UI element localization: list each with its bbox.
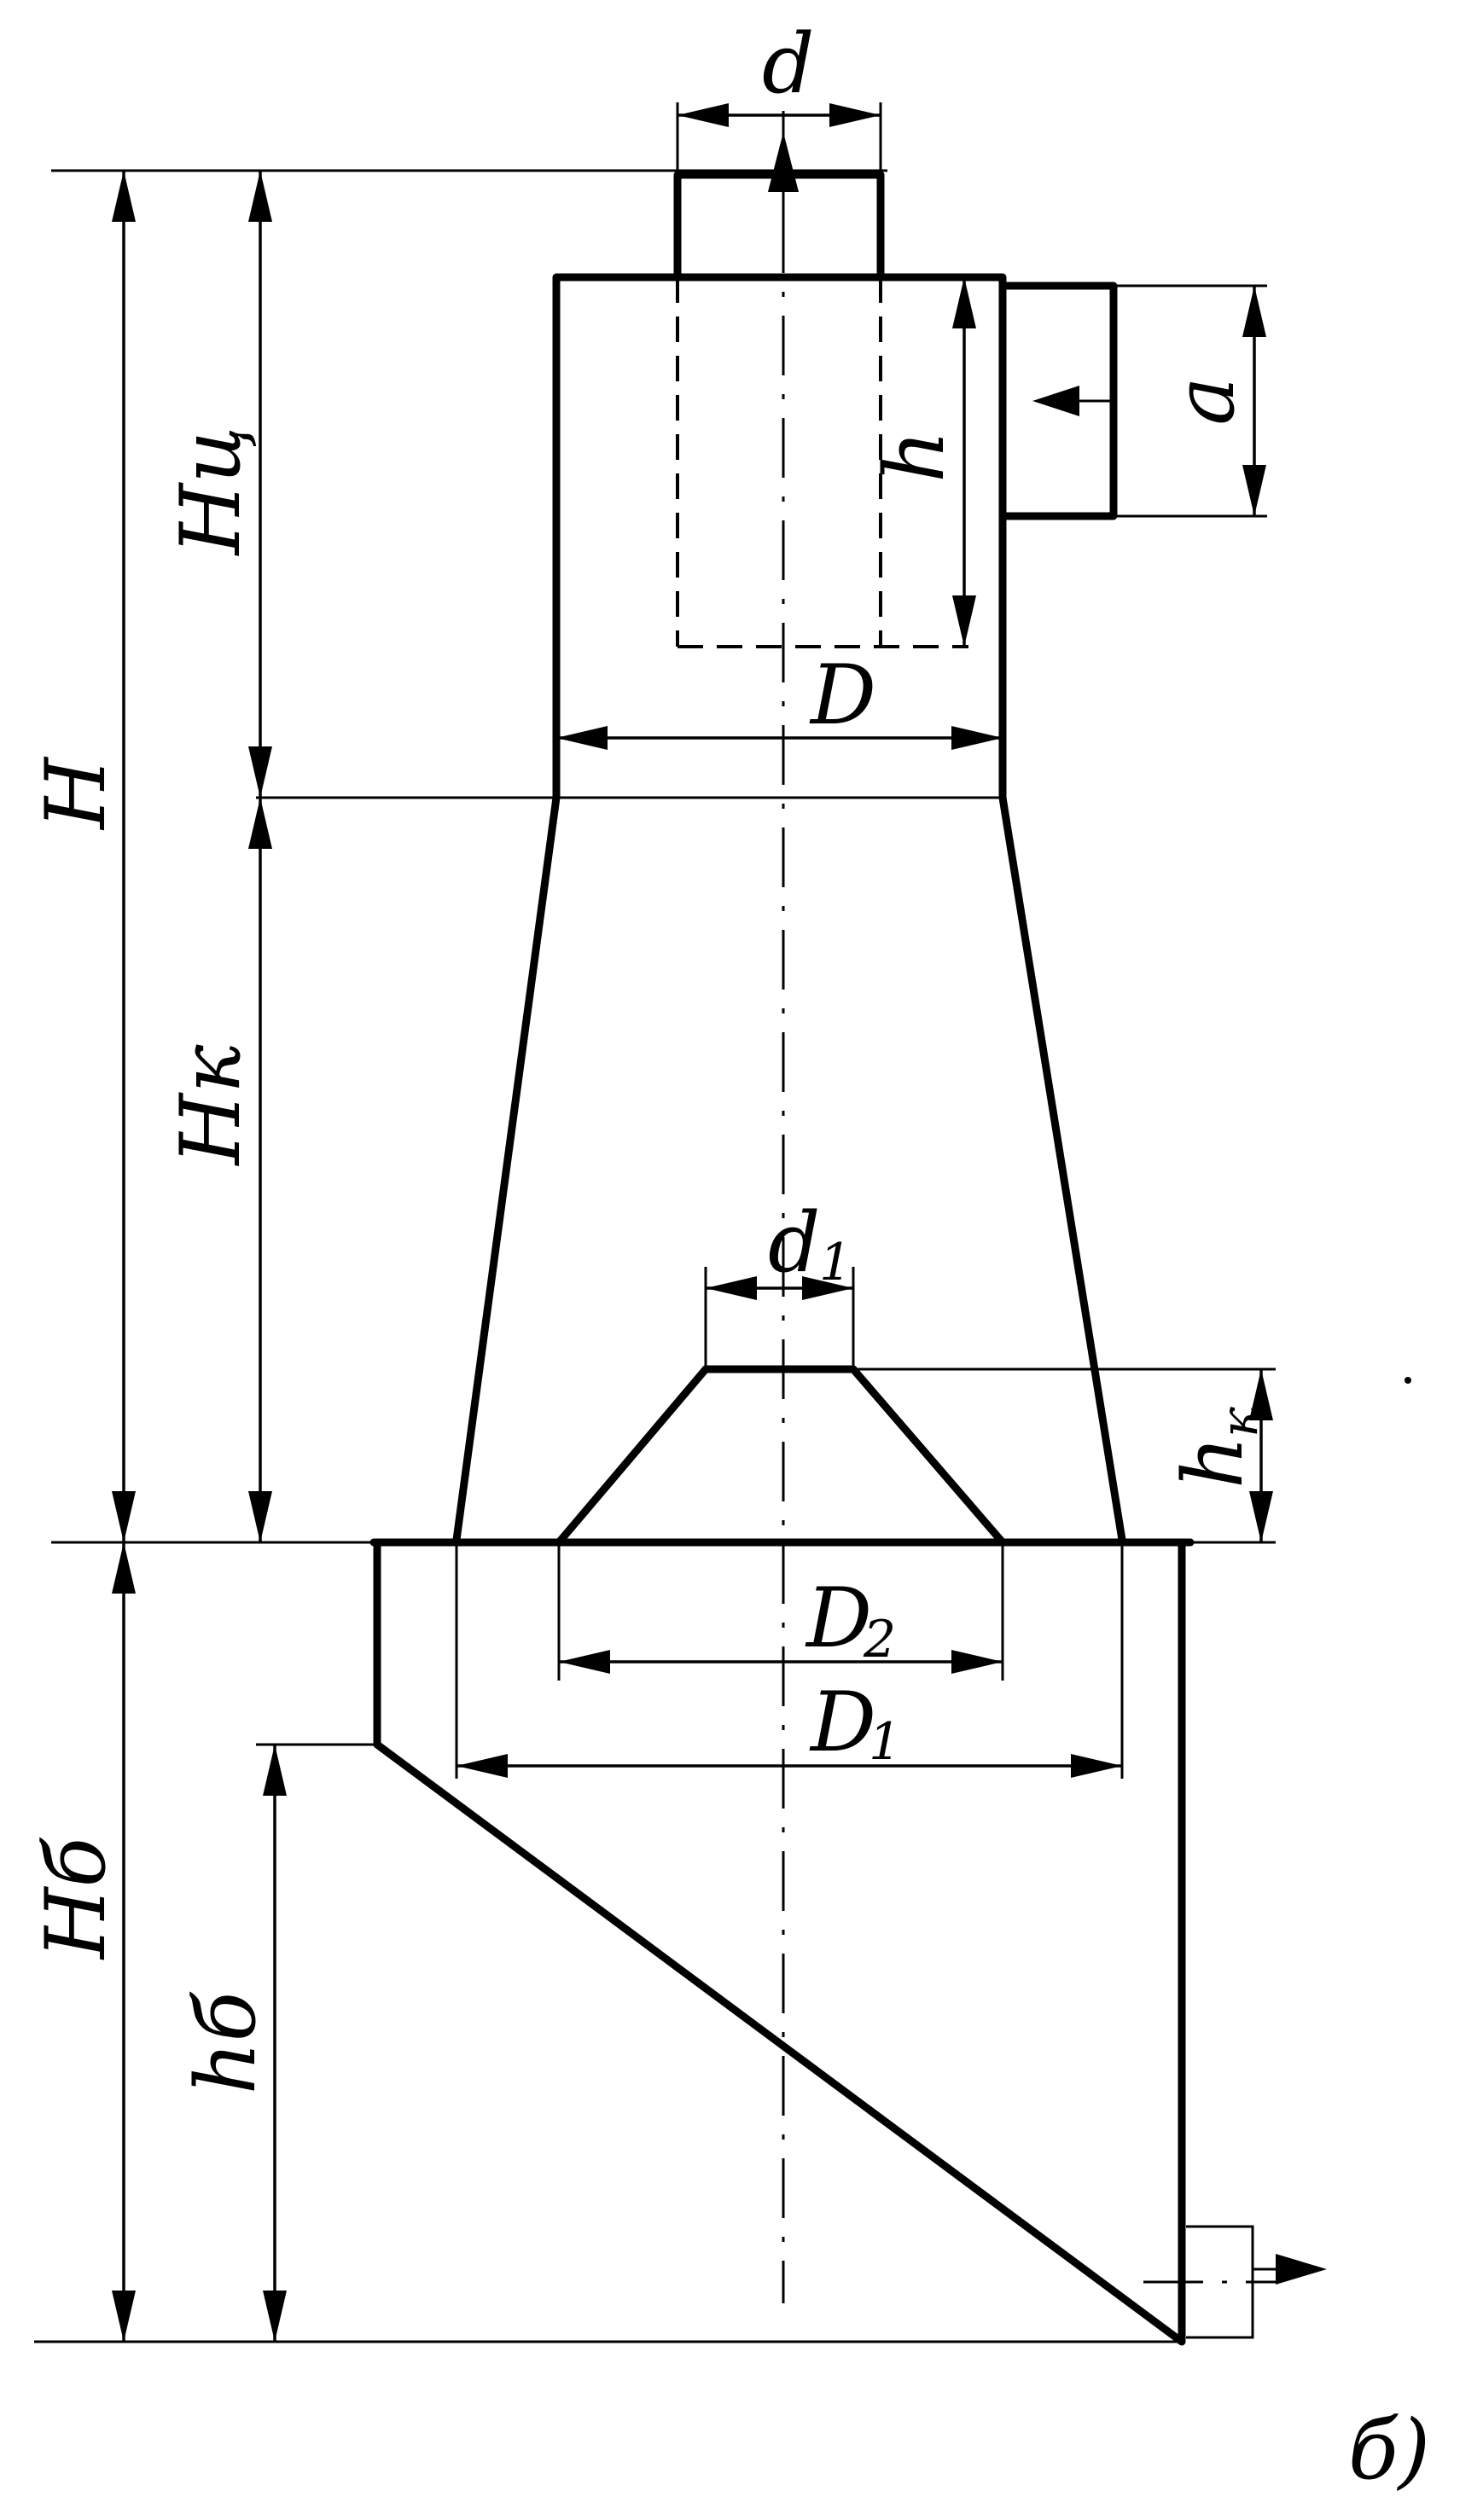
dimension-lines (112, 103, 1273, 2342)
label-d: d (762, 16, 814, 112)
cone-left-wall (452, 793, 561, 1544)
svg-text:2: 2 (863, 1610, 896, 1669)
svg-text:d: d (768, 1195, 820, 1291)
svg-text:к: к (1210, 1407, 1270, 1437)
label-Hb: Hб (28, 1837, 124, 1960)
svg-text:1: 1 (819, 1233, 852, 1292)
figure-caption: б) (1348, 2402, 1430, 2498)
label-hk: h к (1166, 1407, 1270, 1489)
label-D2: D 2 (805, 1571, 896, 1669)
reflector-cone (555, 1365, 1007, 1547)
svg-text:D: D (809, 1675, 876, 1770)
svg-text:D: D (805, 1571, 872, 1666)
label-D1: D 1 (809, 1675, 901, 1772)
label-hb: hб (178, 1991, 274, 2094)
cylinder-body (552, 273, 1007, 802)
label-H: H (28, 756, 124, 831)
cyclone-outline (369, 171, 1254, 2346)
stray-dot (1404, 1377, 1411, 1384)
svg-text:1: 1 (869, 1712, 901, 1772)
cone-right-wall (998, 793, 1126, 1544)
label-Hk: Hк (163, 1044, 259, 1167)
label-D: D (809, 647, 876, 743)
label-a: a (1157, 376, 1253, 425)
flow-arrows (768, 132, 1327, 2285)
dimension-labels: d a h D Hц H Hк d 1 h к D 2 D 1 Hб hб б) (28, 16, 1430, 2498)
svg-text:h: h (1166, 1436, 1261, 1489)
label-Hc: Hц (163, 427, 259, 557)
label-h: h (867, 430, 962, 483)
bunker-body (373, 1538, 1186, 2346)
inner-pipe-hidden (676, 277, 968, 648)
label-d1: d 1 (768, 1195, 852, 1292)
